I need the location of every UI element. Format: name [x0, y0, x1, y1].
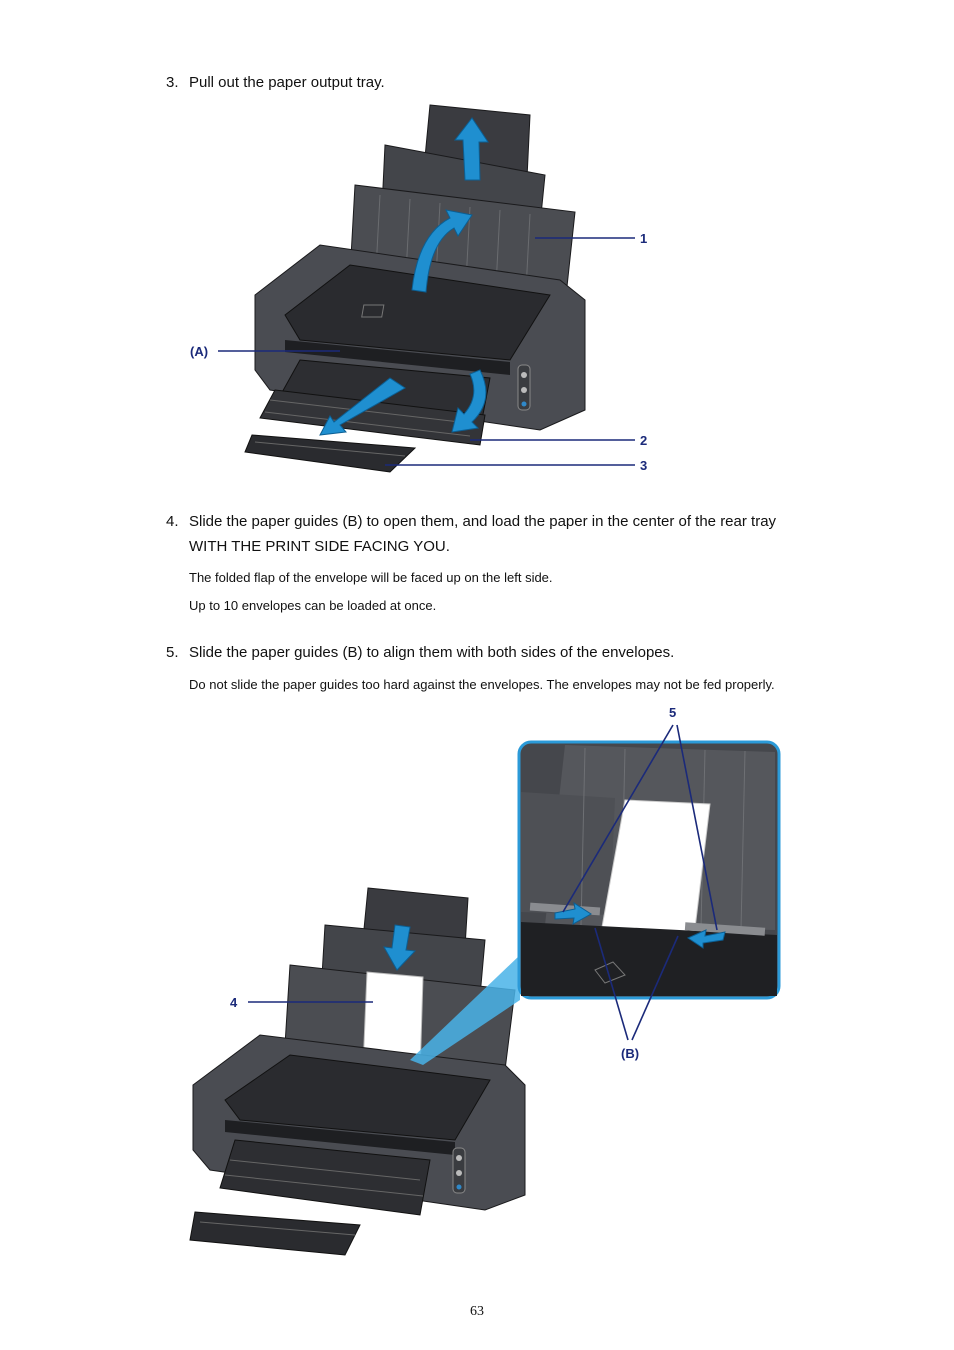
step-text-line2: WITH THE PRINT SIDE FACING YOU. — [189, 538, 450, 555]
callout-A: (A) — [190, 344, 208, 359]
step5-note: Do not slide the paper guides too hard a… — [189, 677, 775, 692]
step-text: Pull out the paper output tray. — [189, 74, 385, 91]
envelope-loading-illustration: 4 5 (B) — [189, 705, 781, 1256]
printer-output-tray-illustration: 1 (A) 2 3 — [190, 104, 647, 473]
callout-3: 3 — [640, 458, 647, 473]
step-number: 5. — [166, 644, 179, 661]
callout-B: (B) — [621, 1046, 639, 1061]
callout-1: 1 — [640, 231, 647, 246]
step-5: 5. Slide the paper guides (B) to align th… — [166, 640, 674, 665]
page-number: 63 — [470, 1304, 484, 1319]
step-text-line1: Slide the paper guides (B) to open them,… — [189, 513, 777, 530]
callout-4: 4 — [230, 995, 238, 1010]
step-4: 4. Slide the paper guides (B) to open the… — [166, 509, 776, 559]
step4-note-2: Up to 10 envelopes can be loaded at once… — [189, 598, 437, 613]
step-number: 4. — [166, 513, 179, 530]
step-3: 3. Pull out the paper output tray. — [166, 70, 385, 95]
callout-5: 5 — [669, 705, 676, 720]
step4-note-1: The folded flap of the envelope will be … — [189, 570, 553, 585]
step-number: 3. — [166, 74, 179, 91]
step-text: Slide the paper guides (B) to align them… — [189, 644, 675, 661]
callout-2: 2 — [640, 433, 647, 448]
